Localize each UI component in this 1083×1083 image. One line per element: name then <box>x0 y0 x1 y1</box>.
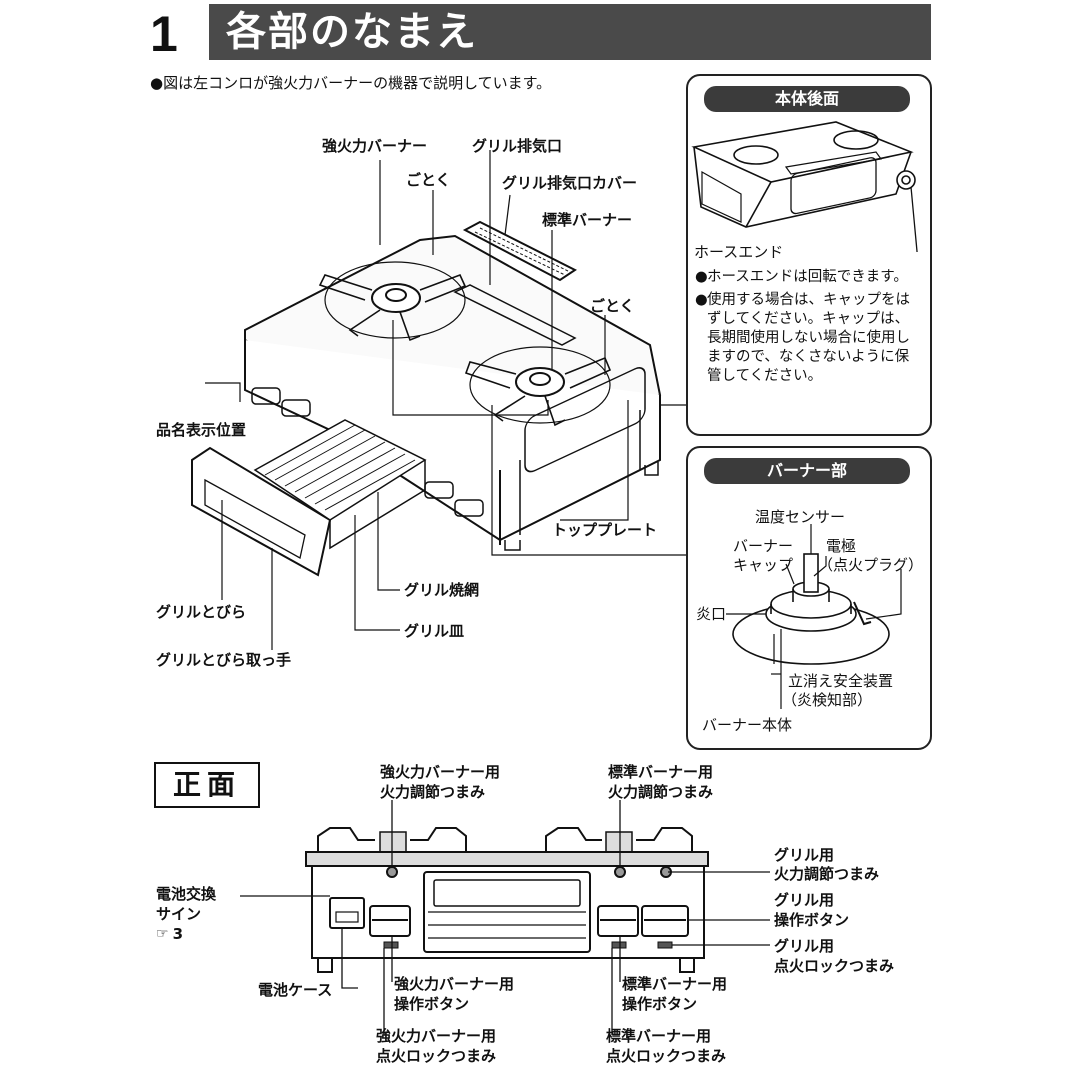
label-hp-lock-1: 強火力バーナー用 <box>376 1027 497 1045</box>
label-burner-cap-2: キャップ <box>733 556 794 574</box>
label-grill-exhaust-cover: グリル排気口カバー <box>502 174 638 192</box>
note-text: ●図は左コンロが強火力バーナーの機器で説明しています。 <box>150 74 552 92</box>
label-grill-pan: グリル皿 <box>404 622 465 640</box>
back-note-2: ● 使用する場合は、キャップをはずしてください。キャップは、長期間使用しない場合… <box>695 292 910 384</box>
label-gotoku-right: ごとく <box>590 297 635 315</box>
label-burner-cap-1: バーナー <box>733 537 794 555</box>
label-std-knob-2: 火力調節つまみ <box>608 783 714 801</box>
high-power-burner-shape <box>371 283 421 313</box>
front-hp-knob <box>386 866 398 878</box>
label-burner-body: バーナー本体 <box>702 716 793 734</box>
label-std-knob-1: 標準バーナー用 <box>608 763 714 781</box>
burner-detail-title: バーナー部 <box>704 458 910 484</box>
burner-detail-illustration <box>686 484 928 746</box>
label-std-lock-1: 標準バーナー用 <box>606 1027 712 1045</box>
front-battery-case <box>329 897 365 929</box>
front-hp-button <box>369 905 411 937</box>
label-hose-end: ホースエンド <box>694 243 784 261</box>
label-gotoku-left: ごとく <box>406 171 451 189</box>
front-std-knob <box>614 866 626 878</box>
pointing-hand-icon: ☞ <box>156 926 169 942</box>
label-grill-knob-1: グリル用 <box>774 846 835 864</box>
label-std-button-2: 操作ボタン <box>622 995 698 1013</box>
label-grill-door: グリルとびら <box>156 603 247 621</box>
label-grill-net: グリル焼網 <box>404 581 480 599</box>
label-grill-button-1: グリル用 <box>774 891 835 909</box>
label-electrode-1: 電極 <box>826 537 857 555</box>
label-battery-sign-2: サイン <box>156 905 202 923</box>
front-std-button <box>597 905 639 937</box>
label-flame-port: 炎口 <box>696 605 727 623</box>
label-temp-sensor: 温度センサー <box>755 508 846 526</box>
label-std-lock-2: 点火ロックつまみ <box>606 1047 727 1065</box>
label-hp-knob-1: 強火力バーナー用 <box>380 763 501 781</box>
front-grill-button <box>641 905 689 937</box>
back-view-title: 本体後面 <box>704 86 910 112</box>
label-grill-door-handle: グリルとびら取っ手 <box>156 651 292 669</box>
back-view-illustration <box>686 112 928 252</box>
section-title: 各部のなまえ <box>226 9 478 55</box>
label-grill-exhaust: グリル排気口 <box>472 137 563 155</box>
grill-exhaust-cover-shape <box>465 222 575 280</box>
label-top-plate: トッププレート <box>552 521 658 539</box>
label-grill-lock-2: 点火ロックつまみ <box>774 957 895 975</box>
front-top-plate <box>305 851 709 867</box>
label-grill-button-2: 操作ボタン <box>774 911 850 929</box>
label-product-name-position: 品名表示位置 <box>156 421 247 439</box>
standard-burner-shape <box>515 367 565 397</box>
label-std-button-1: 標準バーナー用 <box>622 975 728 993</box>
back-view-notes: ● ホースエンドは回転できます。 ● 使用する場合は、キャップをはずしてください… <box>695 268 920 386</box>
label-hp-lock-2: 点火ロックつまみ <box>376 1047 497 1065</box>
label-electrode-2: （点火プラグ） <box>818 556 924 574</box>
label-battery-case: 電池ケース <box>258 981 333 999</box>
label-hp-button-1: 強火力バーナー用 <box>394 975 515 993</box>
label-battery-sign-1: 電池交換 <box>156 885 217 903</box>
label-safety-device-2: （炎検知部） <box>782 691 873 709</box>
label-high-power-burner: 強火力バーナー <box>322 137 428 155</box>
label-hp-knob-2: 火力調節つまみ <box>380 783 486 801</box>
label-standard-burner: 標準バーナー <box>542 211 633 229</box>
label-grill-knob-2: 火力調節つまみ <box>774 865 880 883</box>
front-view-title: 正面 <box>154 762 260 808</box>
label-hp-button-2: 操作ボタン <box>394 995 470 1013</box>
label-safety-device-1: 立消え安全装置 <box>788 672 894 690</box>
section-number: 1 <box>150 6 178 62</box>
label-battery-sign-ref: ☞ 3 <box>156 925 183 943</box>
label-grill-lock-1: グリル用 <box>774 937 835 955</box>
section-title-bar <box>209 4 931 60</box>
back-note-1: ● ホースエンドは回転できます。 <box>695 269 908 285</box>
